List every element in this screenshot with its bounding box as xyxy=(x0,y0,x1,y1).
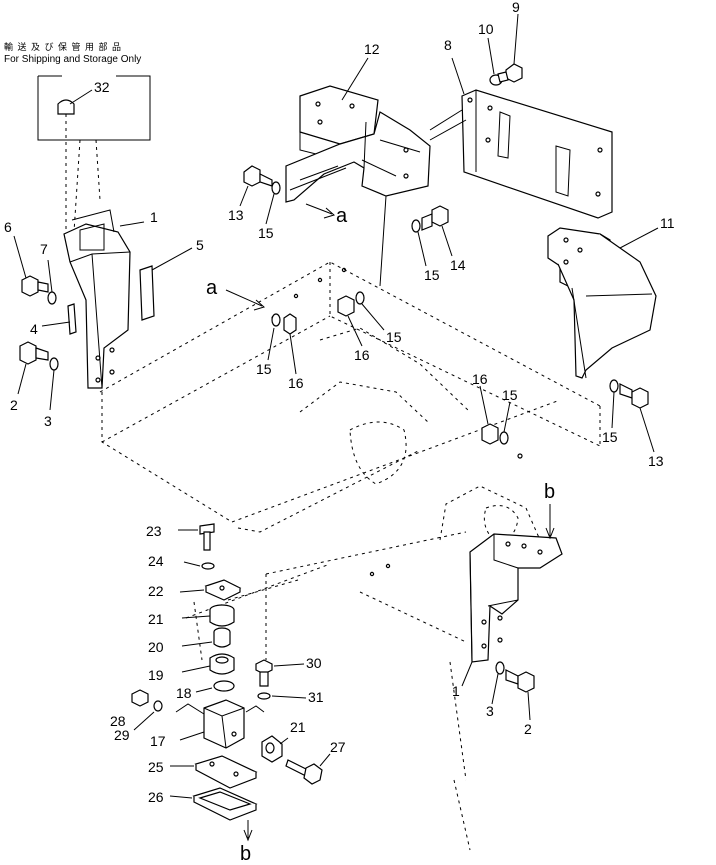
part-28-nut xyxy=(131,689,149,707)
part-21-cushion-side xyxy=(261,735,289,763)
part-15-washer-frame-left xyxy=(267,313,281,361)
callout-1-left: 1 xyxy=(150,209,158,225)
callout-16-frame-center: 16 xyxy=(354,347,370,363)
part-18-disc xyxy=(195,680,235,693)
callout-22: 22 xyxy=(148,583,164,599)
callout-12: 12 xyxy=(364,41,380,57)
callout-20: 20 xyxy=(148,639,164,655)
part-1-left-bracket xyxy=(63,209,145,389)
callout-4: 4 xyxy=(30,321,38,337)
part-4-shim xyxy=(41,303,77,335)
view-label-b-right: b xyxy=(544,481,555,503)
part-31-washer xyxy=(257,692,307,700)
callout-15-top: 15 xyxy=(258,225,274,241)
callout-1-right: 1 xyxy=(452,683,460,699)
part-1-right-bracket xyxy=(461,533,563,687)
part-16-nut-frame-center xyxy=(337,295,363,347)
callout-9: 9 xyxy=(512,0,520,15)
callout-32: 32 xyxy=(94,79,110,95)
callout-21-upper: 21 xyxy=(148,611,164,627)
callout-13-top: 13 xyxy=(228,207,244,223)
callout-23: 23 xyxy=(146,523,162,539)
callout-3-left: 3 xyxy=(44,413,52,429)
callout-19: 19 xyxy=(148,667,164,683)
part-23-bolt xyxy=(178,523,215,551)
part-14-bolt xyxy=(421,205,453,257)
callout-17: 17 xyxy=(150,733,166,749)
part-2-bolt-left xyxy=(17,341,49,395)
shipping-note: 輸 送 及 び 保 管 用 部 品 For Shipping and Stora… xyxy=(4,41,151,141)
callout-8: 8 xyxy=(444,37,452,53)
part-15-washer-frame-center xyxy=(355,291,385,331)
part-29-washer xyxy=(133,700,163,731)
callout-15-frame-center: 15 xyxy=(386,329,402,345)
view-label-a-left: a xyxy=(206,277,218,299)
part-24-washer xyxy=(183,561,215,570)
part-22-plate xyxy=(179,579,242,601)
part-15-washer-mid xyxy=(411,219,427,267)
callout-3-right: 3 xyxy=(486,703,494,719)
callout-29: 29 xyxy=(114,727,130,743)
callout-26: 26 xyxy=(148,789,164,805)
part-21-cushion-upper xyxy=(181,604,235,627)
callout-10: 10 xyxy=(478,21,494,37)
part-16-nut-frame-left xyxy=(283,313,297,375)
part-17-mount-block xyxy=(175,699,265,749)
callout-15-frame-right: 15 xyxy=(502,387,518,403)
callout-18: 18 xyxy=(176,685,192,701)
callout-5: 5 xyxy=(196,237,204,253)
callout-25: 25 xyxy=(148,759,164,775)
view-label-b-bottom: b xyxy=(240,843,251,865)
callout-30: 30 xyxy=(306,655,322,671)
callout-6: 6 xyxy=(4,219,12,235)
callout-16-frame-right: 16 xyxy=(472,371,488,387)
part-12-top-bracket xyxy=(285,57,463,287)
part-8-plate xyxy=(429,57,613,219)
part-19-cushion-lower xyxy=(181,653,235,675)
callout-16-frame-left: 16 xyxy=(288,375,304,391)
callout-21-side: 21 xyxy=(290,719,306,735)
part-3-washer-left xyxy=(49,357,59,411)
view-arrow-b-right xyxy=(545,504,555,540)
part-32-cap xyxy=(57,89,101,233)
callout-15-frame-left: 15 xyxy=(256,361,272,377)
part-27-bolt xyxy=(285,753,331,785)
part-13-bolt-right xyxy=(619,383,655,453)
callout-2-left: 2 xyxy=(10,397,18,413)
part-16-nut-frame-right xyxy=(479,385,499,445)
callout-15-mid: 15 xyxy=(424,267,440,283)
part-9-bolt xyxy=(497,13,523,83)
part-15-washer-frame-right xyxy=(499,401,511,445)
callout-15-right: 15 xyxy=(602,429,618,445)
part-5-shim xyxy=(139,247,193,321)
part-25-plate xyxy=(170,755,258,789)
part-6-bolt xyxy=(13,235,49,297)
part-15-washer-right xyxy=(609,379,619,429)
part-3-washer-right xyxy=(491,661,505,705)
view-arrow-b-bottom xyxy=(243,820,253,842)
callout-27: 27 xyxy=(330,739,346,755)
part-15-washer-top xyxy=(265,181,281,225)
callout-14: 14 xyxy=(450,257,466,273)
part-20-collar xyxy=(181,627,231,648)
callout-28: 28 xyxy=(110,713,126,729)
callout-13-right: 13 xyxy=(648,453,664,469)
callout-24: 24 xyxy=(148,553,164,569)
view-label-a-top: a xyxy=(336,205,348,227)
note-english: For Shipping and Storage Only xyxy=(4,54,141,65)
part-7-washer xyxy=(47,259,57,305)
part-13-bolt-top xyxy=(239,165,273,207)
view-arrow-a-left xyxy=(225,289,266,311)
callout-2-right: 2 xyxy=(524,721,532,737)
part-26-pad xyxy=(169,787,258,821)
view-arrow-a-top xyxy=(305,203,336,219)
part-30-bolt xyxy=(255,659,305,687)
callout-11: 11 xyxy=(660,215,675,231)
part-2-bolt-right xyxy=(505,669,535,721)
callout-7: 7 xyxy=(40,241,48,257)
note-japanese: 輸 送 及 び 保 管 用 部 品 xyxy=(4,41,122,52)
callout-31: 31 xyxy=(308,689,324,705)
part-11-right-cover xyxy=(547,227,659,379)
